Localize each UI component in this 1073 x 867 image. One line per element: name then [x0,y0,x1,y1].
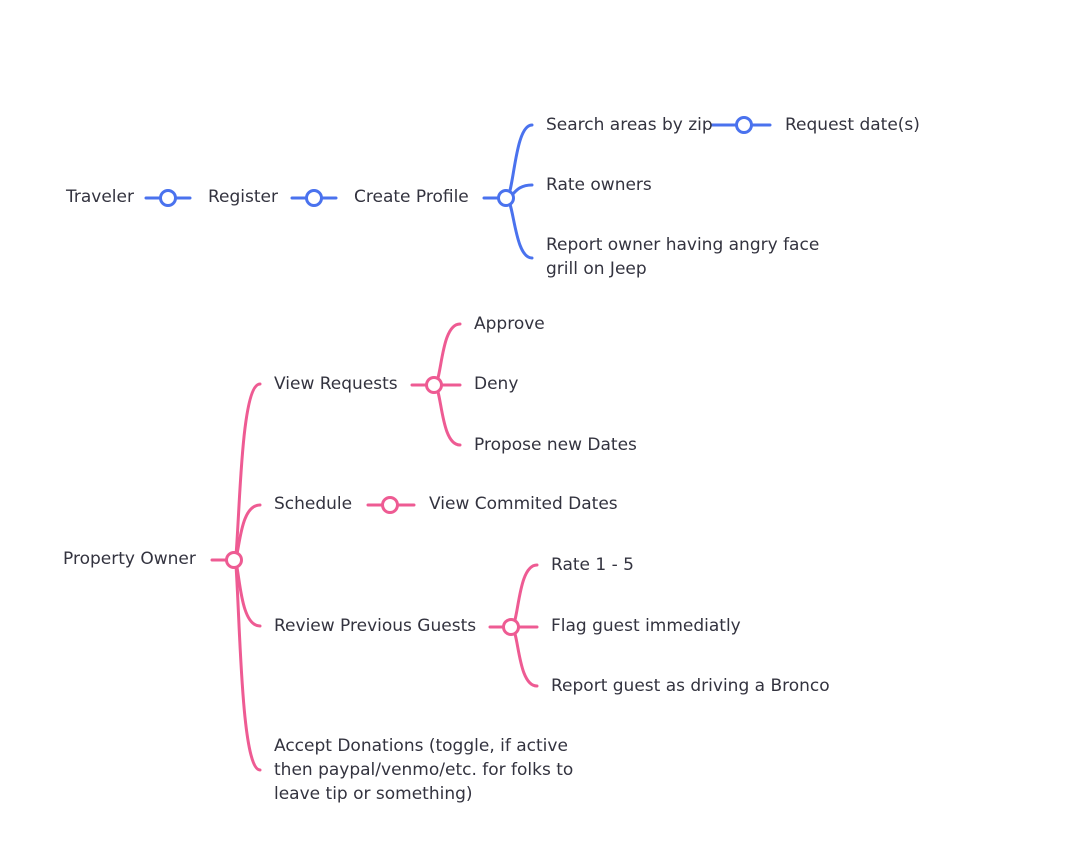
report-guest-node[interactable]: Report guest as driving a Bronco [551,676,830,696]
traveler-branch-lines [144,116,772,260]
review-report-link [509,625,539,688]
property-owner-joint[interactable] [225,551,243,569]
register-profile-joint[interactable] [305,189,323,207]
accept-donations-node[interactable]: Accept Donations (toggle, if active then… [274,736,574,804]
schedule-node[interactable]: Schedule [274,494,353,514]
review-guests-node[interactable]: Review Previous Guests [274,616,477,636]
search-areas-node[interactable]: Search areas by zip [546,115,713,135]
traveler-root-node[interactable]: Traveler [66,187,134,207]
register-node[interactable]: Register [208,187,278,207]
property-owner-root-node[interactable]: Property Owner [63,549,196,569]
profile-report-link [504,196,534,260]
owner-donations-link [232,558,262,772]
rate-owners-node[interactable]: Rate owners [546,175,652,195]
request-dates-node[interactable]: Request date(s) [785,115,920,135]
rate-guest-node[interactable]: Rate 1 - 5 [551,555,634,575]
requests-propose-link [432,383,462,447]
view-requests-joint[interactable] [425,376,443,394]
owner-branch-lines [210,322,539,772]
create-profile-node[interactable]: Create Profile [354,187,469,207]
review-rate-link [509,563,539,629]
view-requests-node[interactable]: View Requests [274,374,398,394]
review-guests-joint[interactable] [502,618,520,636]
flag-guest-node[interactable]: Flag guest immediatly [551,616,741,636]
traveler-register-joint[interactable] [159,189,177,207]
view-committed-dates-node[interactable]: View Commited Dates [429,494,618,514]
create-profile-joint[interactable] [497,189,515,207]
owner-view-requests-link [232,382,262,562]
propose-dates-node[interactable]: Propose new Dates [474,435,637,455]
report-owner-node[interactable]: Report owner having angry face grill on … [546,235,820,279]
search-request-joint[interactable] [735,116,753,134]
schedule-joint[interactable] [381,496,399,514]
deny-node[interactable]: Deny [474,374,519,394]
approve-node[interactable]: Approve [474,314,545,334]
requests-approve-link [432,322,462,387]
